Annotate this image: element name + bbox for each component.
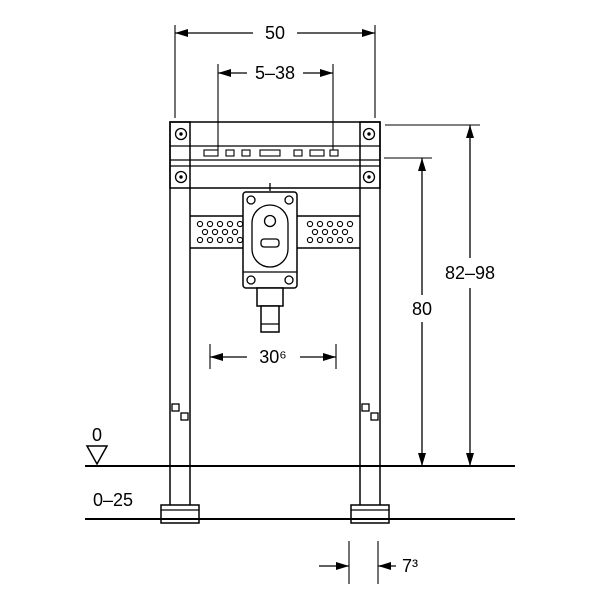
- trap-inlet-icon: [263, 214, 277, 228]
- fixing-rail-slots: [203, 149, 339, 157]
- dimension-overall-width: 50: [174, 23, 376, 118]
- dim-overall-width-label: 50: [265, 23, 285, 43]
- crossmember-outline: [169, 121, 381, 189]
- dim-height-range-label: 82–98: [445, 263, 495, 283]
- right-rail: [359, 121, 381, 507]
- trap-oval: [251, 204, 289, 268]
- left-rail: [169, 121, 191, 507]
- foot-right: [350, 504, 390, 524]
- corner-screw-icon: [174, 127, 376, 184]
- drain-pipe: [256, 287, 284, 333]
- perforation-holes-right: [306, 220, 354, 244]
- dimension-leg-spacing: 30⁶: [209, 344, 337, 369]
- dim-leg-spacing-label: 30⁶: [259, 347, 286, 367]
- dimension-height-range: 82–98: [385, 124, 495, 466]
- dimension-fixing-range: 5–38: [217, 63, 334, 150]
- foot-left: [160, 504, 200, 524]
- dim-fixing-height-label: 80: [412, 299, 432, 319]
- mounting-box-outline: [242, 191, 298, 289]
- floor-level-marker: 0: [85, 425, 109, 466]
- trap-mounting-box: [242, 183, 298, 289]
- level-triangle-icon: [85, 445, 109, 466]
- dim-foot-depth-label: 7³: [402, 556, 418, 576]
- frame-top-crossmember: [169, 121, 381, 189]
- dim-fixing-range-label: 5–38: [255, 63, 295, 83]
- trap-slot: [260, 238, 280, 248]
- floor-finish-range-label: 0–25: [93, 490, 133, 510]
- floor-zero-label: 0: [92, 425, 102, 445]
- dimension-foot-depth: 7³: [319, 541, 418, 584]
- leg-adjustment-clips: [171, 403, 379, 421]
- dimension-fixing-height: 80: [384, 157, 432, 466]
- perforation-holes-left: [196, 220, 244, 244]
